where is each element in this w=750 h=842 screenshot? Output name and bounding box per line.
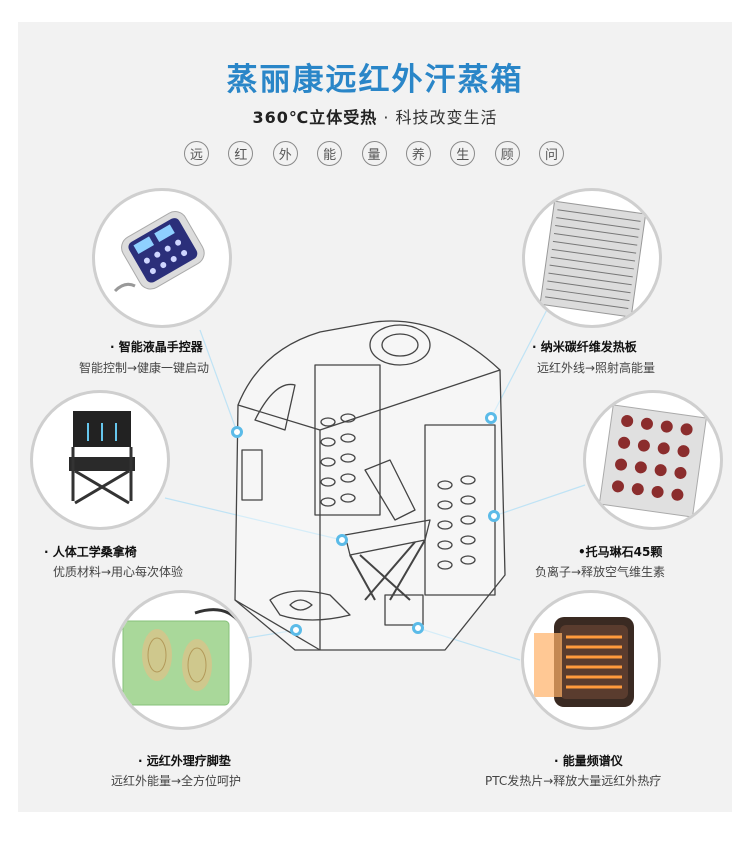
spectrum-desc: PTC发热片→释放大量远红外热疗: [485, 774, 662, 788]
heater-board-title: · 纳米碳纤维发热板: [532, 340, 637, 354]
connector-dot: [336, 534, 348, 546]
topic-pill: 远: [184, 141, 209, 166]
tourmaline-title: •托马琳石45颗: [578, 545, 663, 559]
heater-board-desc: 远红外线→照射高能量: [537, 361, 656, 375]
topic-pill: 外: [272, 141, 298, 166]
chair-title: · 人体工学桑拿椅: [44, 545, 137, 559]
footpad-title: · 远红外理疗脚垫: [138, 754, 231, 768]
connector-dot: [231, 426, 243, 438]
topic-pill: 量: [361, 141, 387, 166]
page-title: 蒸丽康远红外汗蒸箱: [226, 62, 524, 98]
connector-dot: [485, 412, 497, 424]
tourmaline-image: [583, 390, 723, 530]
page-subtitle: 360℃立体受热 · 科技改变生活: [0, 104, 750, 128]
topic-pill: 养: [405, 141, 431, 166]
connector-dot: [290, 624, 302, 636]
topic-pill: 红: [228, 141, 254, 166]
connector-line: [417, 627, 521, 661]
connector-line: [199, 329, 238, 433]
controller-image: [92, 188, 232, 328]
connector-line: [164, 497, 343, 541]
topic-pill: 生: [450, 141, 476, 166]
footpad-desc: 远红外能量→全方位呵护: [111, 774, 242, 788]
topic-pill: 问: [539, 141, 564, 166]
topic-pill: 顾: [494, 141, 520, 166]
spectrum-title: · 能量频谱仪: [554, 754, 623, 768]
heater-board-image: [522, 188, 662, 328]
controller-title: · 智能液晶手控器: [110, 340, 203, 354]
chair-image: [30, 390, 170, 530]
connector-dot: [488, 510, 500, 522]
topic-pill: 能: [317, 141, 343, 166]
topic-pill-row: 远 红 外 能 量 养 生 顾 问: [184, 141, 564, 169]
subtitle-rest: · 科技改变生活: [383, 108, 498, 127]
connector-dot: [412, 622, 424, 634]
sauna-box-illustration: [234, 320, 506, 651]
tourmaline-desc: 负离子→释放空气维生素: [535, 565, 666, 579]
spectrum-device-image: [521, 590, 661, 730]
footpad-image: [112, 590, 252, 730]
chair-desc: 优质材料→用心每次体验: [53, 565, 184, 579]
controller-desc: 智能控制→健康一键启动: [79, 361, 210, 375]
connector-line: [493, 484, 586, 517]
subtitle-lead: 360℃立体受热: [252, 108, 378, 127]
